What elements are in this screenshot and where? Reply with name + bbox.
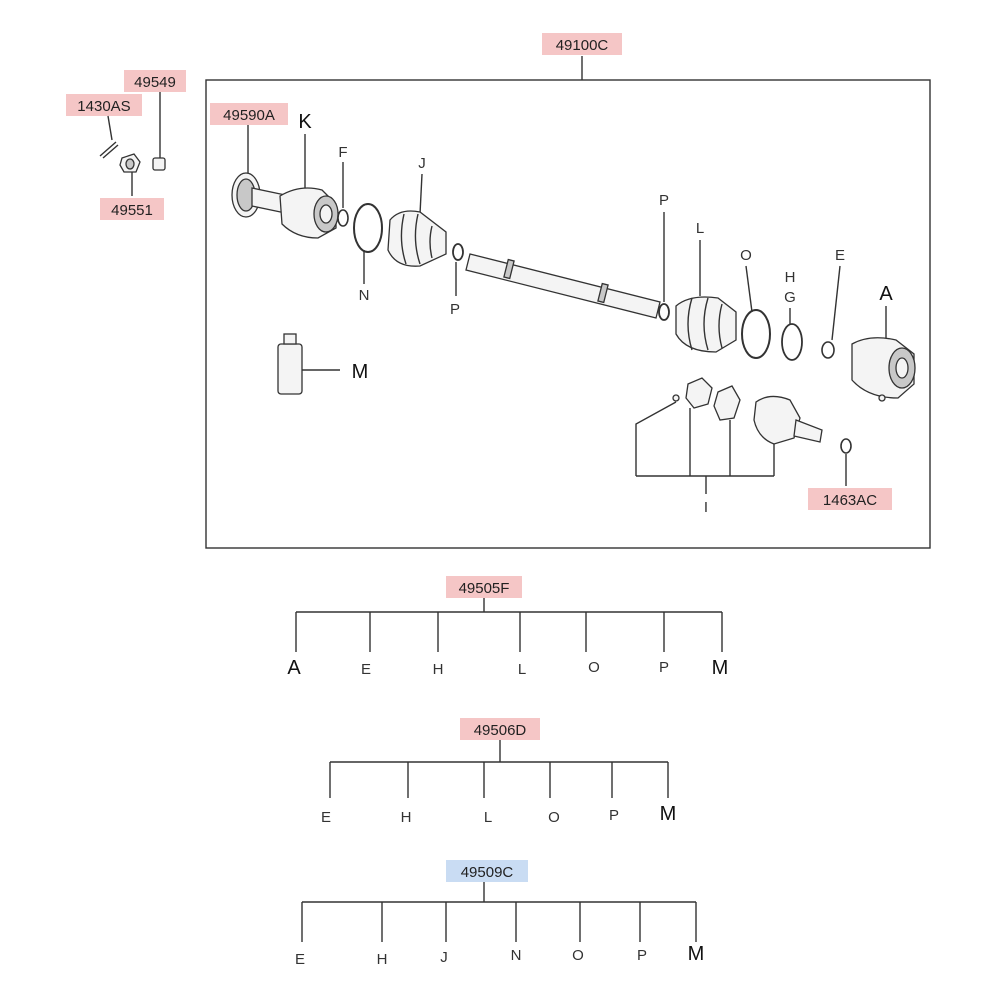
boot-band-O [741, 309, 771, 359]
callout-H[interactable]: H [785, 269, 796, 286]
part-no-1463AC[interactable]: 1463AC [823, 492, 877, 509]
part-no-1430AS[interactable]: 1430AS [77, 98, 130, 115]
callout-M[interactable]: M [352, 361, 369, 383]
kit-3-item-M: M [688, 943, 705, 965]
circlip-1463AC [840, 438, 852, 454]
kit-1-item-A: A [287, 657, 301, 679]
assembly-frame [205, 79, 931, 549]
kit-1-item-E: E [361, 661, 371, 678]
boot-band-N [353, 203, 383, 253]
clamp-P-inner [658, 303, 670, 321]
split-pin-1430AS [99, 141, 119, 159]
callout-A[interactable]: A [879, 283, 893, 305]
callout-E[interactable]: E [835, 247, 845, 264]
kit-2-item-O: O [548, 809, 560, 826]
kit-1-item-O: O [588, 659, 600, 676]
kit-1-item-L: L [518, 661, 526, 678]
callout-I[interactable]: I [704, 499, 708, 516]
grease-tube-M [277, 333, 303, 395]
kit-1-item-H: H [433, 661, 444, 678]
kit-2-item-P: P [609, 807, 619, 824]
outer-boot-J [387, 210, 447, 267]
callout-G[interactable]: G [784, 289, 796, 306]
callout-O[interactable]: O [740, 247, 752, 264]
circlip-E [821, 341, 835, 359]
inner-boot-L [675, 296, 737, 353]
callout-J[interactable]: J [418, 155, 426, 172]
kit-3-item-P: P [637, 947, 647, 964]
part-no-49549[interactable]: 49549 [134, 74, 176, 91]
kit-49506D: 49506D E H L O P M [321, 718, 676, 826]
circlip-F [337, 209, 349, 227]
kit-part-no-49506D[interactable]: 49506D [474, 722, 527, 739]
part-no-49551[interactable]: 49551 [111, 202, 153, 219]
kit-2-item-L: L [484, 809, 492, 826]
kit-2-item-E: E [321, 809, 331, 826]
kit-1-item-M: M [712, 657, 729, 679]
kit-2-item-H: H [401, 809, 412, 826]
callout-P-left[interactable]: P [450, 301, 460, 318]
inner-joint-housing-A [851, 337, 916, 402]
kit-49505F: 49505F A E H L O P M [287, 576, 728, 679]
callout-P-right[interactable]: P [659, 192, 669, 209]
kit-49509C: 49509C E H J N O P M [295, 860, 704, 968]
part-no-49590A[interactable]: 49590A [223, 107, 275, 124]
kit-1-item-P: P [659, 659, 669, 676]
kit-3-item-O: O [572, 947, 584, 964]
callout-L[interactable]: L [696, 220, 704, 237]
clamp-P-outer [452, 243, 464, 261]
axle-shaft [465, 253, 661, 319]
boot-band-G [781, 323, 803, 361]
tripod-set-I [672, 377, 823, 445]
kit-3-item-J: J [440, 949, 448, 966]
callout-F[interactable]: F [338, 144, 347, 161]
assembly-part-no[interactable]: 49100C [556, 37, 609, 54]
assembly-part-no-highlight [542, 33, 622, 55]
callout-K[interactable]: K [298, 111, 312, 133]
callout-N[interactable]: N [359, 287, 370, 304]
kit-part-no-49509C[interactable]: 49509C [461, 864, 514, 881]
nut-49549 [152, 157, 166, 171]
kit-3-item-H: H [377, 951, 388, 968]
kit-2-item-M: M [660, 803, 677, 825]
outer-cv-joint [279, 187, 339, 239]
kit-3-item-N: N [511, 947, 522, 964]
kit-part-no-49505F[interactable]: 49505F [459, 580, 510, 597]
kit-3-item-E: E [295, 951, 305, 968]
